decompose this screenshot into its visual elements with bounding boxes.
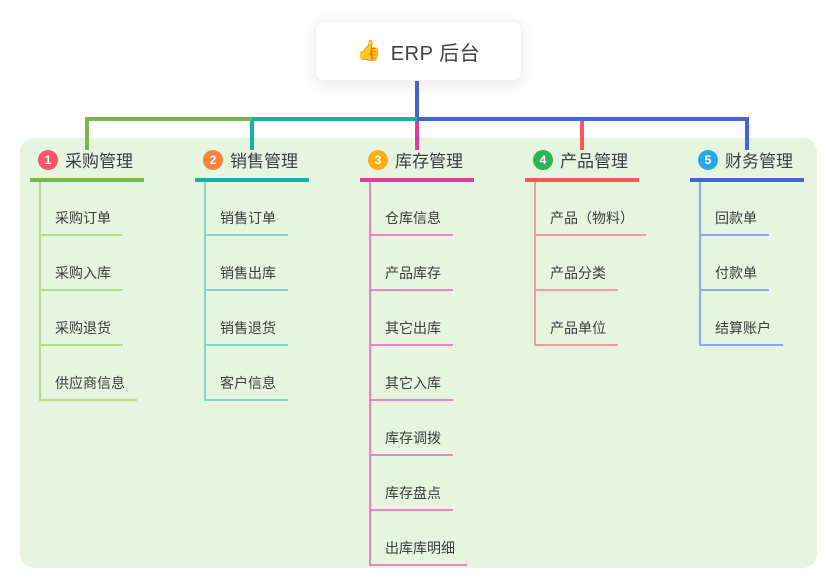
branch-label: 采购管理 [65, 152, 133, 171]
node-stock-transfer[interactable]: 库存调拨 [371, 401, 478, 456]
node-sales-order[interactable]: 销售订单 [206, 182, 313, 236]
branch-sales: 2 销售管理 销售订单 销售出库 销售退货 客户信息 [195, 147, 313, 401]
branch-number-badge: 1 [38, 149, 58, 170]
node-outbound-details[interactable]: 出库库明细 [371, 511, 478, 566]
branch-number-badge: 5 [698, 149, 718, 170]
branch-items: 销售订单 销售出库 销售退货 客户信息 [204, 182, 313, 401]
node-warehouse-info[interactable]: 仓库信息 [371, 182, 478, 236]
branch-product: 4 产品管理 产品（物料） 产品分类 产品单位 [525, 147, 646, 346]
trunk-segment-green [85, 117, 254, 121]
branch-header-inventory[interactable]: 3 库存管理 [360, 147, 474, 182]
branch-label: 产品管理 [560, 152, 628, 171]
thumbs-up-icon: 👍 [356, 40, 382, 62]
node-sales-return[interactable]: 销售退货 [206, 291, 313, 346]
branch-label: 销售管理 [230, 152, 298, 171]
branch-header-sales[interactable]: 2 销售管理 [195, 147, 309, 182]
node-receipt-bill[interactable]: 回款单 [701, 182, 808, 236]
branch-drop-sales [250, 121, 254, 150]
branch-purchase: 1 采购管理 采购订单 采购入库 采购退货 供应商信息 [30, 147, 148, 401]
node-purchase-inbound[interactable]: 采购入库 [41, 236, 148, 291]
node-supplier-info[interactable]: 供应商信息 [41, 346, 148, 401]
root-title: ERP 后台 [390, 42, 481, 65]
branch-header-finance[interactable]: 5 财务管理 [690, 147, 804, 182]
branch-items: 采购订单 采购入库 采购退货 供应商信息 [39, 182, 148, 401]
branch-items: 产品（物料） 产品分类 产品单位 [534, 182, 646, 346]
branch-label: 库存管理 [395, 152, 463, 171]
node-payment-bill[interactable]: 付款单 [701, 236, 808, 291]
branch-finance: 5 财务管理 回款单 付款单 结算账户 [690, 147, 808, 346]
branch-drop-finance [745, 121, 749, 150]
branch-drop-inventory [415, 121, 419, 150]
branch-items: 仓库信息 产品库存 其它出库 其它入库 库存调拨 库存盘点 出库库明细 [369, 182, 478, 566]
node-purchase-return[interactable]: 采购退货 [41, 291, 148, 346]
node-product-material[interactable]: 产品（物料） [536, 182, 646, 236]
trunk-segment-blue [417, 117, 749, 121]
branch-inventory: 3 库存管理 仓库信息 产品库存 其它出库 其它入库 库存调拨 库存盘点 出库库… [360, 147, 478, 566]
branch-items: 回款单 付款单 结算账户 [699, 182, 808, 346]
trunk-segment-teal [252, 117, 417, 121]
root-connector-line [415, 81, 419, 118]
node-stock-count[interactable]: 库存盘点 [371, 456, 478, 511]
branch-drop-purchase [85, 121, 89, 150]
root-node-erp-backend[interactable]: 👍 ERP 后台 [315, 21, 522, 81]
branch-number-badge: 4 [533, 149, 553, 170]
node-settlement-account[interactable]: 结算账户 [701, 291, 808, 346]
branch-header-product[interactable]: 4 产品管理 [525, 147, 639, 182]
branch-header-purchase[interactable]: 1 采购管理 [30, 147, 144, 182]
node-sales-outbound[interactable]: 销售出库 [206, 236, 313, 291]
node-other-inbound[interactable]: 其它入库 [371, 346, 478, 401]
branch-number-badge: 3 [368, 149, 388, 170]
node-product-unit[interactable]: 产品单位 [536, 291, 643, 346]
node-product-stock[interactable]: 产品库存 [371, 236, 478, 291]
branch-number-badge: 2 [203, 149, 223, 170]
branch-label: 财务管理 [725, 152, 793, 171]
node-purchase-order[interactable]: 采购订单 [41, 182, 148, 236]
node-other-outbound[interactable]: 其它出库 [371, 291, 478, 346]
node-customer-info[interactable]: 客户信息 [206, 346, 313, 401]
branches-panel [20, 138, 817, 568]
branch-drop-product [580, 121, 584, 150]
node-product-category[interactable]: 产品分类 [536, 236, 643, 291]
